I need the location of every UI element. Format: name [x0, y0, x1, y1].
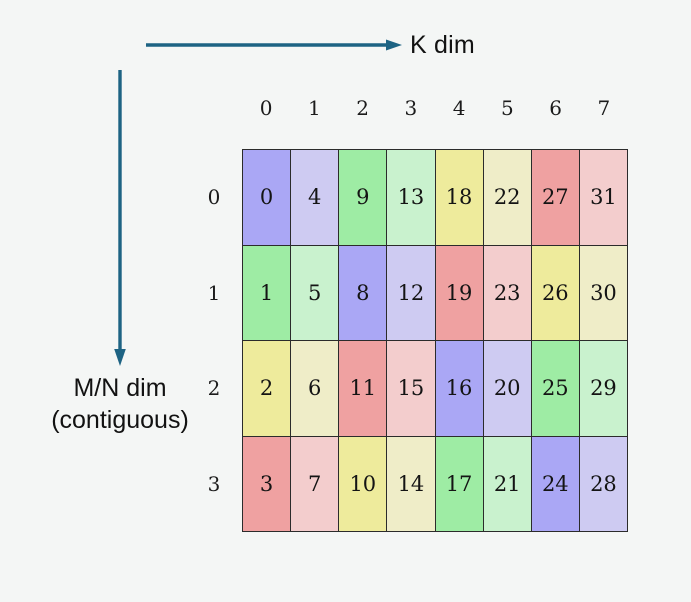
matrix-cell: 19	[435, 245, 484, 340]
column-header: 4	[452, 96, 466, 120]
matrix-cell: 11	[339, 341, 388, 436]
matrix-cell: 15	[387, 341, 436, 436]
row-header: 2	[207, 376, 221, 401]
matrix-cell: 30	[579, 245, 627, 340]
matrix-cell: 31	[579, 150, 627, 245]
column-header: 0	[259, 96, 273, 120]
mn-dim-arrow-icon	[114, 70, 126, 366]
column-header: 2	[356, 96, 369, 120]
matrix-cell: 3	[243, 436, 292, 531]
matrix-cell: 10	[339, 436, 388, 531]
matrix-cell: 20	[483, 341, 532, 436]
matrix-cell: 22	[483, 150, 532, 245]
matrix-cell: 17	[435, 436, 484, 531]
matrix-cell: 8	[339, 245, 388, 340]
matrix-cell: 25	[531, 341, 580, 436]
mn-dim-label: M/N dim (contiguous)	[0, 372, 240, 436]
matrix-cell: 5	[291, 245, 340, 340]
matrix-cell: 24	[531, 436, 580, 531]
matrix-cell: 28	[579, 436, 627, 531]
matrix-cell: 1	[243, 245, 292, 340]
matrix-cell: 0	[243, 150, 292, 245]
mn-dim-label-line1: M/N dim	[73, 374, 167, 402]
matrix-cell: 14	[387, 436, 436, 531]
column-header: 5	[501, 96, 514, 120]
k-dim-arrow-icon	[146, 39, 402, 51]
matrix-cell: 2	[243, 341, 292, 436]
matrix-cell: 13	[387, 150, 436, 245]
matrix-cell: 4	[291, 150, 340, 245]
column-header: 7	[597, 96, 611, 120]
matrix-cell: 23	[483, 245, 532, 340]
k-dim-label: K dim	[410, 31, 475, 59]
matrix-cell: 27	[531, 150, 580, 245]
matrix-cell: 18	[435, 150, 484, 245]
column-header: 3	[404, 96, 418, 120]
row-header: 0	[207, 184, 221, 209]
column-header-row: 0 1 2 3 4 5 6 7	[242, 96, 628, 120]
column-header: 1	[308, 96, 321, 120]
matrix-cell: 6	[291, 341, 340, 436]
matrix-cell: 16	[435, 341, 484, 436]
column-header: 6	[549, 96, 562, 120]
matrix-cell: 7	[291, 436, 340, 531]
row-header: 3	[207, 472, 221, 497]
matrix-cell: 29	[579, 341, 627, 436]
row-header-column: 0 1 2 3	[196, 149, 232, 532]
matrix-cell: 26	[531, 245, 580, 340]
row-header: 1	[207, 280, 221, 305]
mn-dim-label-line2: (contiguous)	[51, 406, 189, 434]
matrix-cell: 21	[483, 436, 532, 531]
matrix-cell: 9	[339, 150, 388, 245]
matrix-cell: 12	[387, 245, 436, 340]
